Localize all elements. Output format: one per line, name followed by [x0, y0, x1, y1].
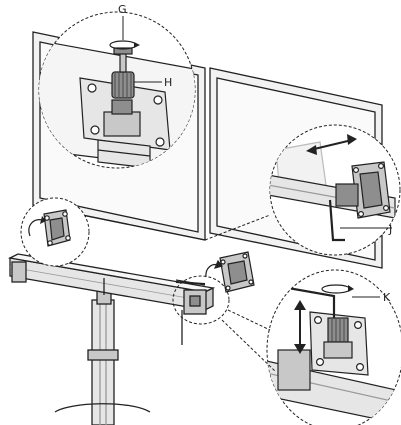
label-g: G	[118, 3, 127, 16]
cross-arm	[7, 253, 216, 345]
top-callout-detail	[38, 11, 196, 169]
bottom-callout-detail	[266, 269, 401, 425]
left-vesa-detail	[20, 197, 90, 267]
right-arm-vesa	[175, 251, 255, 293]
arm-end-callout	[172, 275, 230, 325]
pole	[54, 281, 151, 425]
right-callout-detail	[269, 124, 401, 256]
callout-connectors	[204, 214, 277, 373]
label-h: H	[164, 76, 172, 89]
label-k: K	[383, 291, 391, 304]
label-j: J	[388, 223, 392, 236]
